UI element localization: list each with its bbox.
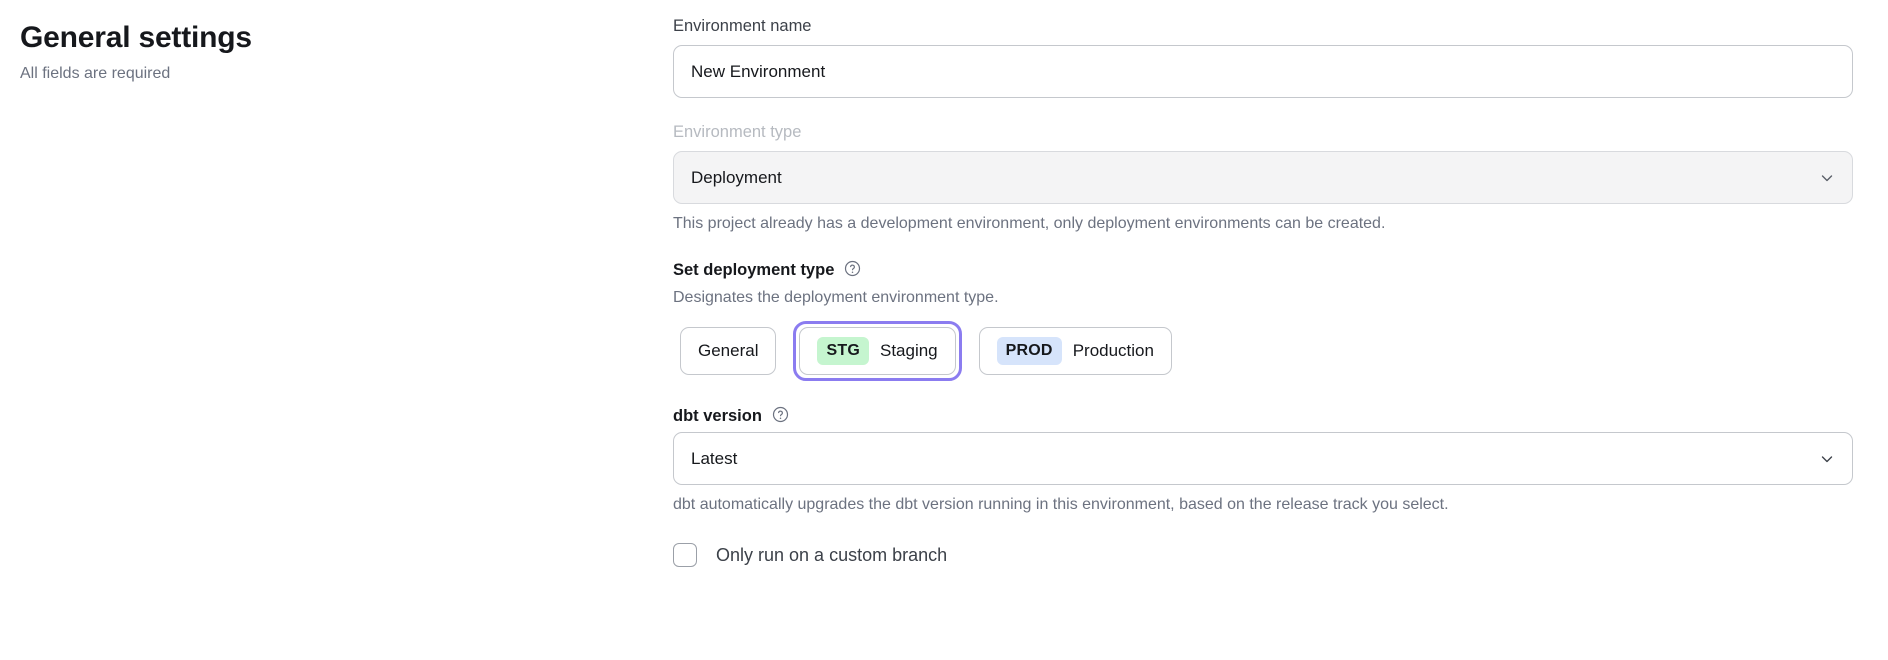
chevron-down-icon xyxy=(1818,169,1836,187)
page-title: General settings xyxy=(20,21,252,54)
deployment-type-label-text: Set deployment type xyxy=(673,261,835,279)
deployment-option-general-wrap: General xyxy=(673,320,783,382)
dbt-version-value: Latest xyxy=(691,448,738,468)
page-header: General settings All fields are required xyxy=(20,18,620,86)
custom-branch-label[interactable]: Only run on a custom branch xyxy=(716,544,948,565)
help-circle-icon[interactable] xyxy=(844,260,861,277)
dbt-version-select[interactable]: Latest xyxy=(673,432,1853,485)
page-subtitle: All fields are required xyxy=(20,65,171,82)
environment-type-value: Deployment xyxy=(691,167,782,187)
deployment-option-general[interactable]: General xyxy=(680,327,777,375)
deployment-type-label: Set deployment type xyxy=(673,258,1853,282)
environment-type-field: Environment type Deployment This project… xyxy=(673,120,1853,236)
chevron-down-icon xyxy=(1818,450,1836,468)
deployment-option-production-label: Production xyxy=(1072,341,1154,360)
deployment-option-general-label: General xyxy=(698,341,759,360)
deployment-option-staging-label: Staging xyxy=(879,341,938,360)
environment-name-input[interactable] xyxy=(673,45,1853,98)
staging-badge: STG xyxy=(817,337,869,365)
dbt-version-label: dbt version xyxy=(673,404,1853,428)
dbt-version-field: dbt version Latest dbt automatica xyxy=(673,404,1853,517)
production-badge: PROD xyxy=(996,337,1062,365)
environment-type-helper: This project already has a development e… xyxy=(673,215,1386,232)
environment-type-select[interactable]: Deployment xyxy=(673,151,1853,204)
dbt-version-helper: dbt automatically upgrades the dbt versi… xyxy=(673,496,1449,513)
environment-name-field: Environment name xyxy=(673,14,1853,98)
dbt-version-label-text: dbt version xyxy=(673,407,762,425)
custom-branch-row: Only run on a custom branch xyxy=(673,543,1853,567)
environment-name-label: Environment name xyxy=(673,17,812,35)
deployment-type-options: General STG Staging PROD Production xyxy=(673,320,1853,382)
help-circle-icon[interactable] xyxy=(772,406,789,423)
deployment-option-staging[interactable]: STG Staging xyxy=(799,327,956,375)
deployment-option-production[interactable]: PROD Production xyxy=(978,327,1172,375)
settings-form: Environment name Environment type Deploy… xyxy=(673,14,1853,567)
deployment-option-production-wrap: PROD Production xyxy=(972,320,1179,382)
environment-type-label: Environment type xyxy=(673,123,802,141)
custom-branch-checkbox[interactable] xyxy=(673,543,697,567)
deployment-type-field: Set deployment type Designates the deplo… xyxy=(673,258,1853,382)
deployment-type-description: Designates the deployment environment ty… xyxy=(673,289,999,306)
deployment-option-staging-wrap: STG Staging xyxy=(793,321,962,381)
